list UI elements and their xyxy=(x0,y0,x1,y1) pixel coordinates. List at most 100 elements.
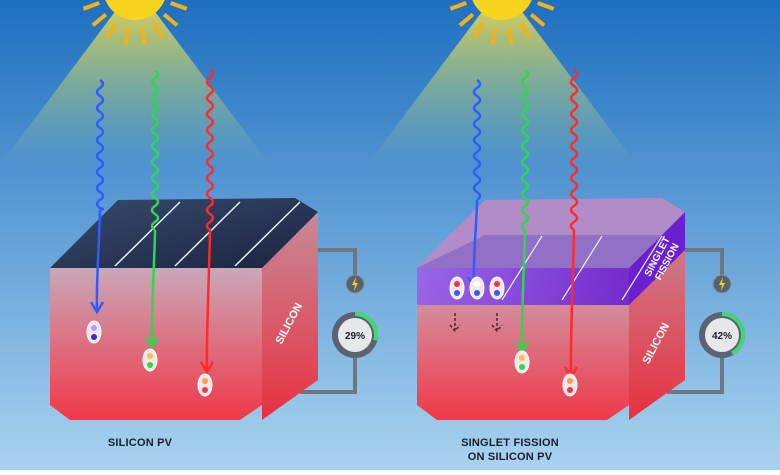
electron-pair-bubble xyxy=(142,348,158,372)
efficiency-value: 42% xyxy=(712,331,732,342)
sun-icon xyxy=(0,0,270,165)
electron-dot xyxy=(494,281,500,287)
gauge-progress xyxy=(721,312,745,356)
lightning-icon xyxy=(352,277,358,291)
arrow-down-icon xyxy=(144,336,160,350)
sun-ray xyxy=(152,21,165,39)
gauge-face xyxy=(705,318,739,352)
hole-dot xyxy=(147,362,153,368)
sun-ray xyxy=(490,27,498,45)
hole-dot xyxy=(202,387,208,393)
sun-ray xyxy=(458,12,475,27)
caption-line: ON SILICON PV xyxy=(467,451,553,463)
caption-line: SINGLET FISSION xyxy=(461,437,559,449)
sun-ray xyxy=(472,21,485,39)
busbar-line xyxy=(561,235,603,301)
sun-ray xyxy=(91,12,108,27)
electron-dot xyxy=(91,325,97,331)
hole-dot xyxy=(519,364,525,370)
light-beam xyxy=(367,5,637,165)
sun-ray xyxy=(537,1,555,11)
light-beam xyxy=(0,5,270,165)
sun-icon xyxy=(367,0,637,165)
fission-layer-inner xyxy=(417,212,685,268)
electron-dot xyxy=(519,355,525,361)
sun-ray xyxy=(162,12,179,27)
busbar-line xyxy=(501,235,543,301)
light-ray-wave xyxy=(569,68,579,232)
electron-pair-icon xyxy=(469,276,485,300)
light-ray-path xyxy=(150,229,157,346)
light-rays xyxy=(466,68,579,380)
fission-layer-top xyxy=(417,198,685,268)
caption-line: SILICON PV xyxy=(107,437,173,449)
light-ray-path xyxy=(95,209,102,311)
light-ray-path xyxy=(472,199,479,286)
efficiency-gauge: 29% xyxy=(332,274,378,358)
sun-ray xyxy=(123,27,131,45)
sun-ray xyxy=(529,12,546,27)
electron-pair-icon xyxy=(449,276,465,300)
sun-ray xyxy=(139,27,147,45)
efficiency-gauge: 42% xyxy=(699,274,745,358)
efficiency-value: 29% xyxy=(345,331,365,342)
electron-dot xyxy=(202,378,208,384)
light-ray-wave xyxy=(95,78,105,212)
electron-pair-icon xyxy=(562,373,578,397)
light-ray-wave xyxy=(472,78,482,202)
sun-disc xyxy=(105,0,165,20)
electron-dot xyxy=(454,281,460,287)
silicon-front-face xyxy=(50,268,262,420)
fission-layer-side xyxy=(629,212,685,305)
light-ray-wave xyxy=(520,68,530,232)
hole-dot xyxy=(91,334,97,340)
light-ray-wave xyxy=(150,68,160,232)
arrow-down-icon xyxy=(449,313,461,333)
arrow-down-icon xyxy=(89,301,105,315)
lightning-icon xyxy=(719,277,725,291)
hole-dot xyxy=(494,290,500,296)
electron-pair-icon xyxy=(142,348,158,372)
caption-silicon-pv: SILICON PV xyxy=(90,436,190,450)
busbar-line xyxy=(234,201,301,267)
busbar-line xyxy=(174,201,241,267)
sun-ray xyxy=(82,1,100,11)
electron-pair-icon xyxy=(86,320,102,344)
light-ray-wave xyxy=(205,68,215,232)
electron-pair-icon xyxy=(514,350,530,374)
busbar-line xyxy=(621,235,663,301)
light-ray-path xyxy=(569,229,576,376)
electron-pair-icon xyxy=(197,373,213,397)
electron-dot xyxy=(147,353,153,359)
sun-ray xyxy=(170,1,188,11)
sun-ray xyxy=(449,1,467,11)
electron-pair-bubble xyxy=(514,350,530,374)
caption-singlet-fission: SINGLET FISSION ON SILICON PV xyxy=(440,436,580,464)
electron-dot xyxy=(474,281,480,287)
light-ray-path xyxy=(520,229,527,351)
sun-disc xyxy=(472,0,532,20)
arrow-down-icon xyxy=(491,313,503,333)
electron-pair-bubble xyxy=(562,373,578,397)
sun-ray xyxy=(506,27,514,45)
electron-pair-bubble xyxy=(449,276,465,300)
electron-pair-bubble xyxy=(489,276,505,300)
arrow-down-icon xyxy=(199,361,215,375)
silicon-side-face xyxy=(262,212,318,420)
gauge-face xyxy=(338,318,372,352)
electron-pair-bubble xyxy=(197,373,213,397)
electron-pair-bubble xyxy=(86,320,102,344)
electron-pair-bubble xyxy=(469,276,485,300)
gauge-progress xyxy=(354,312,378,341)
hole-dot xyxy=(454,290,460,296)
sun-ray xyxy=(105,21,118,39)
electron-pair-icon xyxy=(489,276,505,300)
hole-dot xyxy=(474,290,480,296)
light-rays xyxy=(89,68,215,375)
busbar-line xyxy=(114,201,181,267)
sun-ray xyxy=(519,21,532,39)
light-ray-path xyxy=(205,229,212,371)
hole-dot xyxy=(567,387,573,393)
